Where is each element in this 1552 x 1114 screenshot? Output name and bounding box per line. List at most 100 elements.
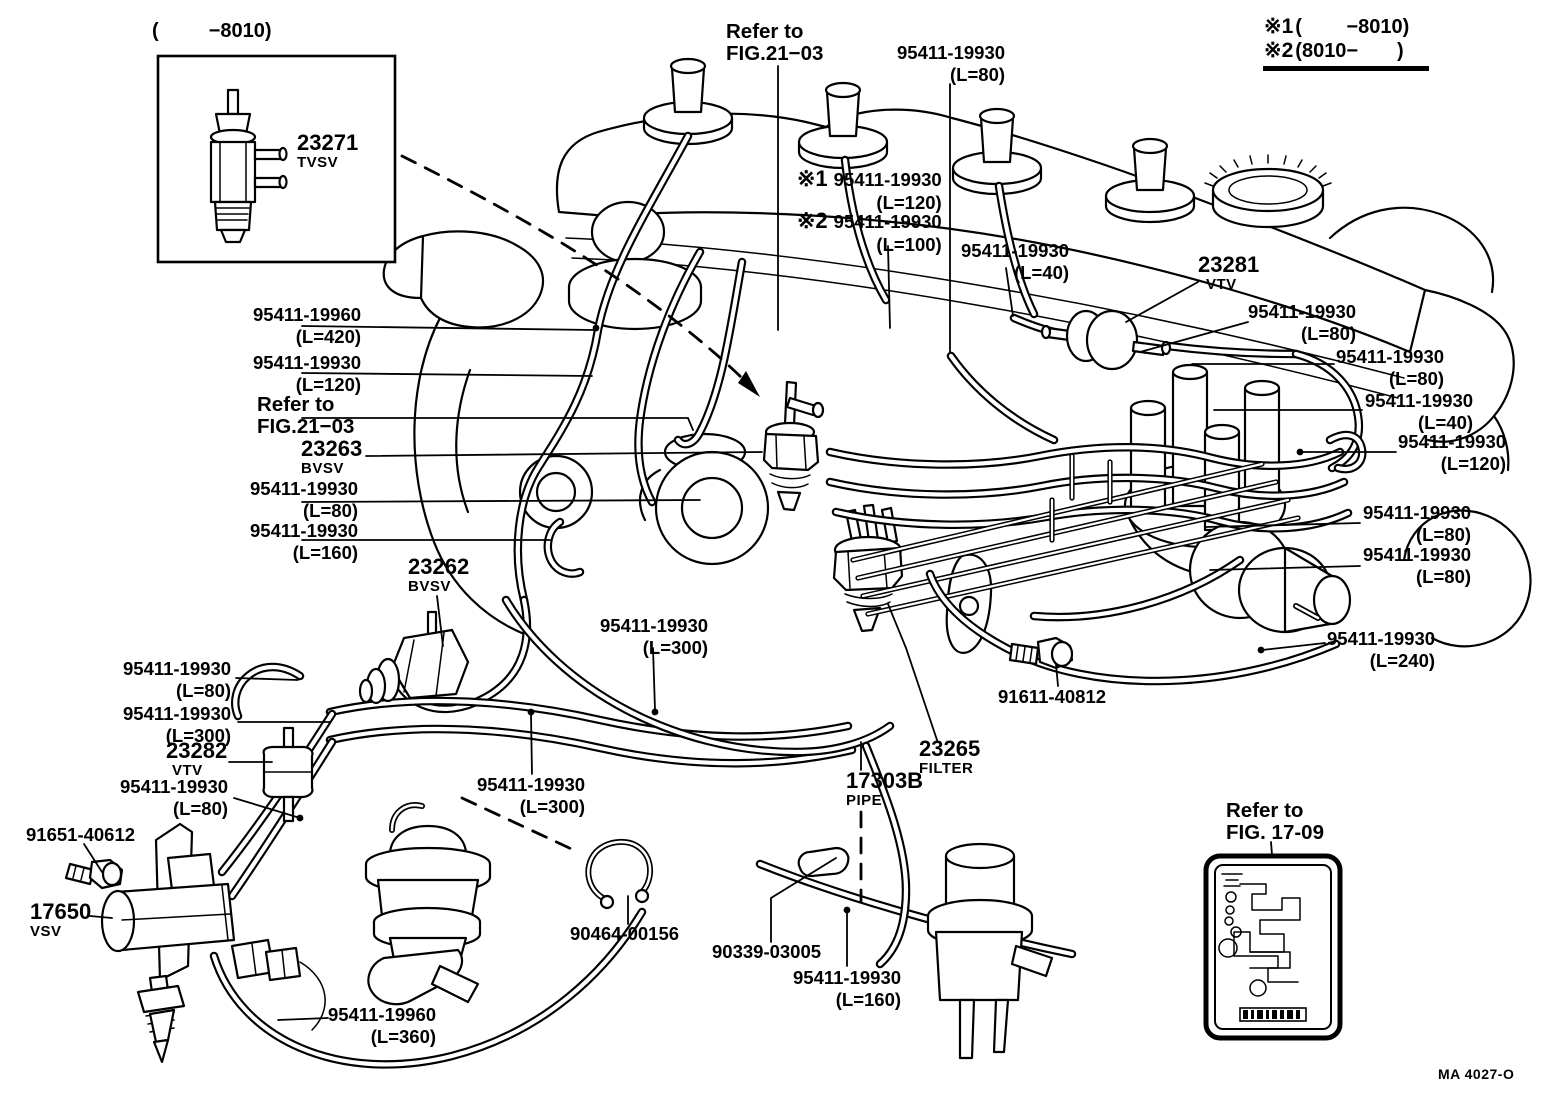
- valve-cover-caps: [642, 57, 1196, 224]
- hose-length: (L=40): [1418, 411, 1474, 433]
- vtv-23281: [1040, 309, 1172, 371]
- ref-fig17-09: Refer to FIG. 17-09: [1226, 799, 1324, 845]
- part-number: 91651-40612: [26, 824, 136, 845]
- hose-length: (L=160): [835, 988, 902, 1010]
- hose-length: (L=120): [876, 191, 942, 213]
- part-number: 95411-19930: [961, 240, 1070, 261]
- part-number: 95411-19930: [250, 478, 359, 499]
- legend-note-1: ※1( −8010): [1264, 16, 1409, 37]
- hose-length: (L=80): [1389, 367, 1445, 389]
- part-number: 95411-19930: [793, 967, 902, 988]
- hose-length: (L=80): [950, 63, 1006, 85]
- ref-line2: FIG.21−03: [726, 42, 824, 66]
- part-kind: TVSV: [297, 154, 339, 171]
- callout-hose80-l1: 95411-19930 (L=80): [250, 478, 358, 521]
- oil-filler-cap: [1204, 154, 1332, 229]
- part-kind: BVSV: [408, 578, 451, 595]
- ref-fig21-03-top: Refer to FIG.21−03: [726, 20, 824, 66]
- part-number: 95411-19930: [1363, 544, 1472, 565]
- vtv-23282: [262, 726, 314, 823]
- hose-length: (L=120): [295, 373, 362, 395]
- callout-hose80-top: 95411-19930 (L=80): [897, 42, 1005, 85]
- note-prefix: ※2: [1264, 39, 1294, 62]
- callout-hose300-l: 95411-19930 (L=300): [123, 703, 231, 746]
- callout-hose120-l: 95411-19930 (L=120): [253, 352, 361, 395]
- distributor: [1123, 363, 1352, 634]
- note-prefix: ※1: [797, 166, 828, 191]
- callout-hose80-r3: 95411-19930 (L=80): [1363, 502, 1471, 545]
- callout-hose80-r4: 95411-19930 (L=80): [1363, 544, 1471, 587]
- part-number: 17650: [30, 899, 92, 924]
- part-number: 95411-19930: [120, 776, 229, 797]
- legend-underline: [1263, 66, 1429, 71]
- part-kind: PIPE: [846, 792, 883, 809]
- callout-bvsv-23263: 23263 BVSV: [301, 438, 362, 477]
- clamp-90464: [588, 842, 650, 910]
- arrowhead: [738, 371, 760, 397]
- part-number: 23265: [919, 736, 981, 761]
- hose-length: (L=80): [173, 797, 229, 819]
- hose-length: (L=80): [1301, 322, 1357, 344]
- hose-length: (L=420): [295, 325, 362, 347]
- hose-length: (L=80): [1416, 565, 1472, 587]
- callout-tvsv-23271: 23271 TVSV: [297, 132, 358, 171]
- callout-hose300-c1: 95411-19930 (L=300): [600, 615, 708, 658]
- part-number: 23271: [297, 130, 359, 155]
- part-number: 95411-19930: [1363, 502, 1472, 523]
- callout-hose160-c: 95411-19930 (L=160): [793, 967, 901, 1010]
- callout-filter-23265: 23265 FILTER: [919, 738, 980, 777]
- leader-dots: [296, 324, 1304, 914]
- callout-clamp-90464: 90464-00156: [570, 923, 679, 945]
- ref-line1: Refer to: [726, 20, 804, 43]
- part-kind: FILTER: [919, 760, 974, 777]
- hose-length: (L=240): [1369, 649, 1436, 671]
- part-number: 95411-19930: [123, 658, 232, 679]
- callout-hose420: 95411-19960 (L=420): [253, 304, 361, 347]
- callout-hose360: 95411-19960 (L=360): [328, 1004, 436, 1047]
- callout-hose240: 95411-19930 (L=240): [1327, 628, 1435, 671]
- part-number: 95411-19930: [897, 42, 1006, 63]
- dashed-leaders: [400, 154, 863, 904]
- part-number: 95411-19960: [253, 304, 362, 325]
- lower-canister: [926, 842, 1054, 1060]
- part-number: 95411-19930: [1327, 628, 1436, 649]
- bolt-91611: [1008, 636, 1074, 670]
- hose-length: (L=100): [876, 233, 942, 255]
- part-number: 95411-19930: [477, 774, 586, 795]
- leader-lines: [83, 65, 1397, 1021]
- part-number: 90464-00156: [570, 923, 680, 944]
- bvsv-23263: [762, 380, 825, 512]
- hose-length: (L=80): [176, 679, 232, 701]
- hose-length: (L=300): [642, 636, 709, 658]
- part-number: 95411-19930: [1398, 431, 1507, 452]
- callout-bolt-91611: 91611-40812: [998, 686, 1106, 708]
- note-prefix: ※2: [797, 208, 828, 233]
- hose-length: (L=300): [519, 795, 586, 817]
- legend-note-2: ※2(8010− ): [1264, 40, 1404, 61]
- callout-pipe-90339: 90339-03005: [712, 941, 821, 963]
- callout-hose80-l3: 95411-19930 (L=80): [120, 776, 228, 819]
- part-number: 23263: [301, 436, 363, 461]
- part-number: 95411-19930: [1365, 390, 1474, 411]
- callout-hose120-r: 95411-19930 (L=120): [1398, 431, 1506, 474]
- callout-hose40-top: 95411-19930 (L=40): [961, 240, 1069, 283]
- part-number: 95411-19930: [1336, 346, 1445, 367]
- ref-line2: FIG.21−03: [257, 415, 355, 439]
- doc-code: MA 4027-O: [1438, 1066, 1515, 1082]
- callout-bolt-91651: 91651-40612: [26, 824, 135, 846]
- part-number: 17303B: [846, 768, 924, 793]
- bvsv-23262: [358, 610, 470, 705]
- part-number: 95411-19930: [833, 211, 942, 232]
- ref-line1: Refer to: [257, 393, 335, 416]
- callout-vtv-23281: 23281 VTV: [1198, 254, 1259, 293]
- ref-line1: Refer to: [1226, 799, 1304, 822]
- hose-length: (L=80): [1416, 523, 1472, 545]
- ref-line2: FIG. 17-09: [1226, 821, 1324, 845]
- part-number: 95411-19960: [328, 1004, 437, 1025]
- note-text: (8010− ): [1295, 40, 1404, 62]
- callout-bvsv-23262: 23262 BVSV: [408, 556, 469, 595]
- ref-fig21-03-left: Refer to FIG.21−03: [257, 393, 355, 439]
